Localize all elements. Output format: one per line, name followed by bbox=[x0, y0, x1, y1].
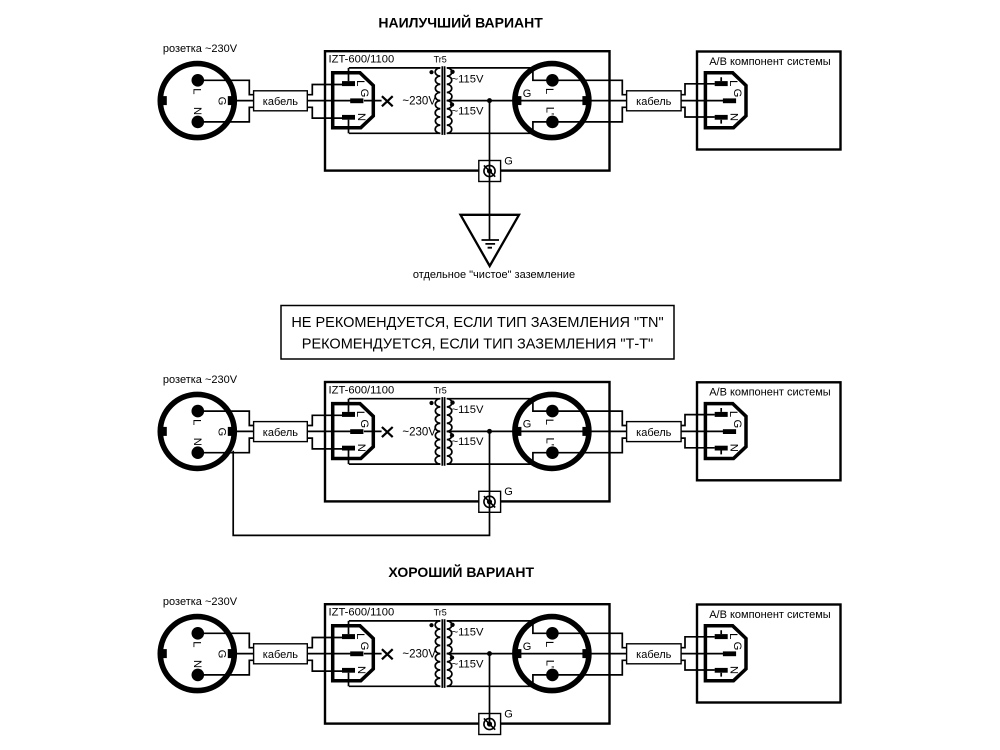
svg-text:отдельное "чистое" заземление: отдельное "чистое" заземление bbox=[413, 269, 575, 281]
svg-text:НАИЛУЧШИЙ ВАРИАНТ: НАИЛУЧШИЙ ВАРИАНТ bbox=[378, 14, 543, 31]
svg-text:РЕКОМЕНДУЕТСЯ, ЕСЛИ ТИП ЗАЗЕМЛ: РЕКОМЕНДУЕТСЯ, ЕСЛИ ТИП ЗАЗЕМЛЕНИЯ "Т-Т" bbox=[302, 336, 653, 352]
svg-text:НЕ РЕКОМЕНДУЕТСЯ, ЕСЛИ ТИП ЗАЗ: НЕ РЕКОМЕНДУЕТСЯ, ЕСЛИ ТИП ЗАЗЕМЛЕНИЯ "T… bbox=[291, 315, 663, 331]
svg-text:ХОРОШИЙ ВАРИАНТ: ХОРОШИЙ ВАРИАНТ bbox=[388, 563, 534, 580]
